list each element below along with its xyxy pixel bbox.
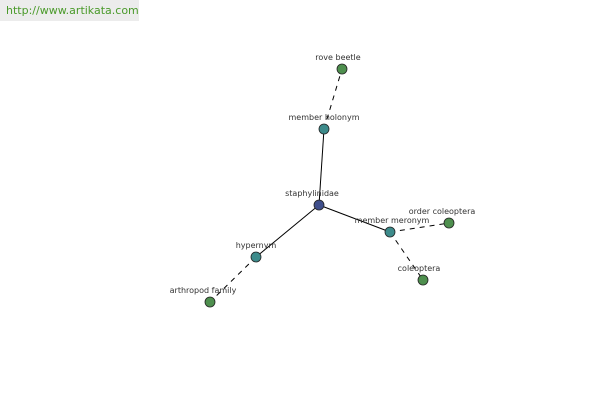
node-marker-staphylinidae[interactable]	[313, 199, 325, 211]
edge-member-holonym-to-rove-beetle	[323, 68, 343, 130]
node-hypernym[interactable]: hypernym	[236, 241, 277, 263]
node-member-meronym[interactable]: member meronym	[355, 216, 430, 238]
node-marker-order-coleoptera[interactable]	[443, 217, 455, 229]
node-label-coleoptera: coleoptera	[398, 264, 441, 273]
node-marker-member-holonym[interactable]	[318, 123, 330, 135]
node-marker-member-meronym[interactable]	[384, 226, 396, 238]
node-marker-hypernym[interactable]	[250, 251, 262, 263]
node-label-rove-beetle: rove beetle	[315, 53, 360, 62]
node-label-member-meronym: member meronym	[355, 216, 430, 225]
node-arthropod-family[interactable]: arthropod family	[170, 286, 237, 308]
node-label-member-holonym: member holonym	[288, 113, 359, 122]
edge-layer	[209, 68, 450, 303]
node-label-order-coleoptera: order coleoptera	[409, 207, 476, 216]
edge-staphylinidae-to-member-holonym	[318, 128, 325, 206]
node-order-coleoptera[interactable]: order coleoptera	[409, 207, 476, 229]
node-label-staphylinidae: staphylinidae	[285, 189, 339, 198]
node-marker-arthropod-family[interactable]	[204, 296, 216, 308]
node-marker-rove-beetle[interactable]	[336, 63, 348, 75]
node-label-arthropod-family: arthropod family	[170, 286, 237, 295]
node-rove-beetle[interactable]: rove beetle	[315, 53, 361, 75]
edge-hypernym-to-arthropod-family	[209, 256, 257, 303]
node-staphylinidae[interactable]: staphylinidae	[285, 189, 339, 211]
node-coleoptera[interactable]: coleoptera	[398, 264, 441, 286]
edge-staphylinidae-to-member-meronym	[318, 204, 391, 233]
node-marker-coleoptera[interactable]	[417, 274, 429, 286]
node-layer: staphylinidae member holonym rove beetle me…	[170, 53, 476, 308]
edge-staphylinidae-to-hypernym	[255, 204, 320, 258]
node-label-hypernym: hypernym	[236, 241, 277, 250]
site-watermark: http://www.artikata.com	[0, 0, 139, 21]
node-member-holonym[interactable]: member holonym	[288, 113, 360, 135]
